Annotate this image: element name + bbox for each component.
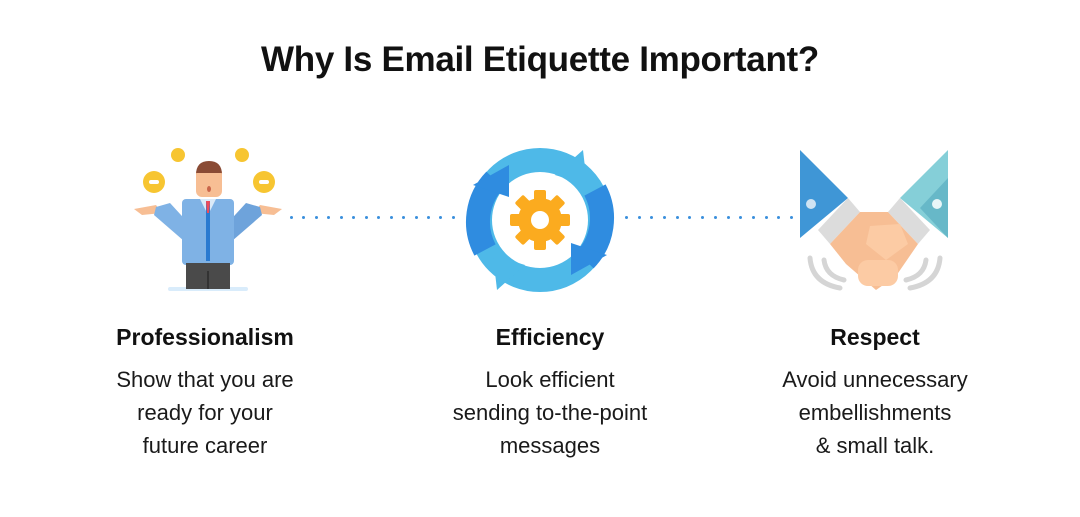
item-description: Look efficient sending to-the-point mess… [452,367,648,458]
item-professionalism: Professionalism Show that you are ready … [55,324,355,462]
handshake-icon [800,148,950,298]
page-title: Why Is Email Etiquette Important? [261,40,819,79]
item-heading: Professionalism [116,324,294,350]
cycle-gear-icon [465,145,615,295]
connector-dots-right [625,216,793,220]
item-heading: Respect [830,324,920,350]
item-respect: Respect Avoid unnecessary embellishments… [725,324,1025,462]
juggling-businessman-icon [130,145,290,295]
item-heading: Efficiency [495,324,605,350]
connector-dots-left [290,216,455,220]
item-efficiency: Efficiency Look efficient sending to-the… [400,324,700,462]
item-description: Show that you are ready for your future … [116,367,294,458]
item-description: Avoid unnecessary embellishments & small… [782,367,968,458]
